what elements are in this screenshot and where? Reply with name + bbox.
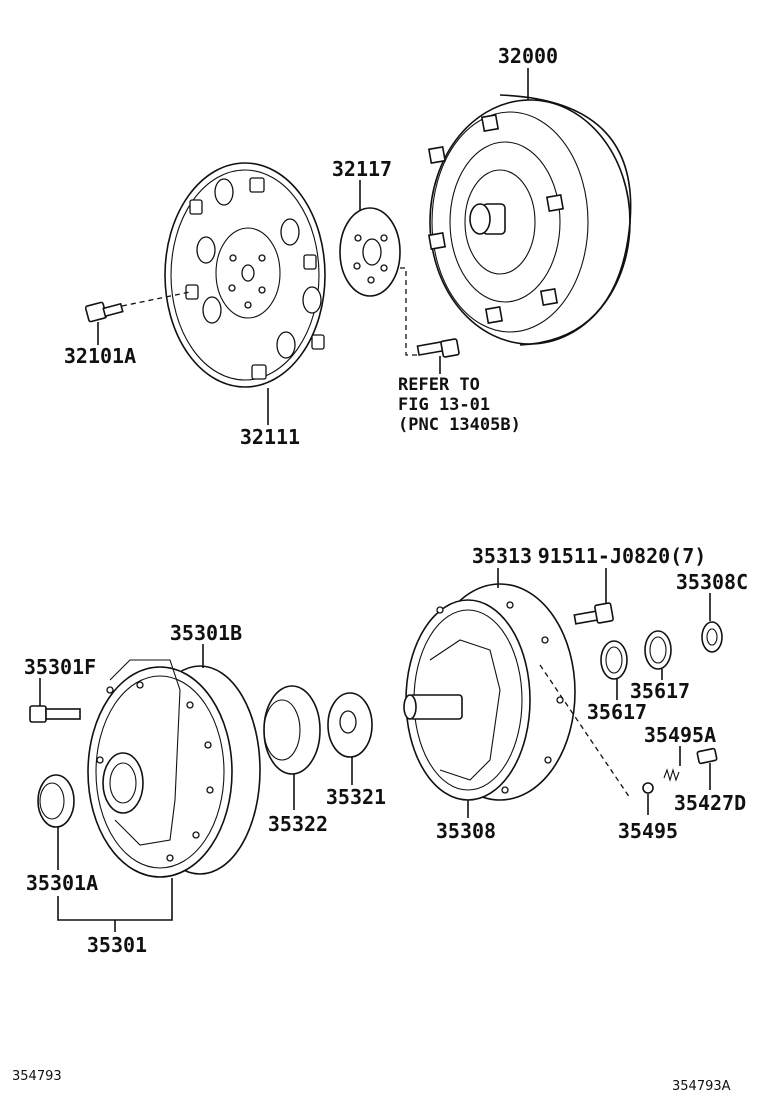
label-32101A: 32101A [64, 344, 136, 368]
label-35308C: 35308C [676, 570, 748, 594]
torque-converter-32000[interactable] [427, 94, 632, 346]
label-35322: 35322 [268, 812, 328, 836]
oil-pump-body-35301B[interactable] [87, 659, 261, 878]
check-ball-35495[interactable] [642, 782, 654, 794]
label-35313: 35313 [472, 544, 532, 568]
label-35617-b: 35617 [630, 679, 690, 703]
spring-35495A[interactable] [663, 768, 680, 782]
refer-note-line1: REFER TO [398, 375, 480, 395]
label-35301B: 35301B [170, 621, 242, 645]
seal-ring-35617-b[interactable] [644, 630, 672, 670]
label-91511-J0820: 91511-J0820(7) [538, 544, 707, 568]
bolt-fig-13-01[interactable] [416, 338, 460, 358]
seal-ring-35308C[interactable] [701, 621, 723, 653]
label-35301: 35301 [87, 933, 147, 957]
label-35495: 35495 [618, 819, 678, 843]
pump-cover-35308[interactable] [403, 583, 576, 801]
footer-code-right: 354793A [672, 1079, 731, 1094]
label-32117: 32117 [332, 157, 392, 181]
oil-seal-35301A[interactable] [37, 774, 75, 828]
label-32000: 32000 [498, 44, 558, 68]
drive-gear-35321[interactable] [327, 692, 373, 758]
label-32111: 32111 [240, 425, 300, 449]
bolt-32101A[interactable] [84, 301, 124, 323]
plug-35427D[interactable] [696, 747, 718, 765]
label-35301A: 35301A [26, 871, 98, 895]
label-35617-a: 35617 [587, 700, 647, 724]
label-35301F: 35301F [24, 655, 96, 679]
spacer-plate-32117[interactable] [339, 207, 401, 297]
driven-gear-35322[interactable] [263, 685, 321, 775]
label-35321: 35321 [326, 785, 386, 809]
seal-ring-35617-a[interactable] [600, 640, 628, 680]
bolt-35301F[interactable] [29, 705, 81, 723]
label-35495A: 35495A [644, 723, 716, 747]
footer-code-left: 354793 [12, 1069, 62, 1084]
drive-plate-32111[interactable] [164, 162, 326, 388]
bolt-91511-J0820[interactable] [573, 602, 614, 625]
label-35427D: 35427D [674, 791, 746, 815]
refer-note-line3: (PNC 13405B) [398, 415, 521, 435]
label-35308: 35308 [436, 819, 496, 843]
refer-note-line2: FIG 13-01 [398, 395, 490, 415]
